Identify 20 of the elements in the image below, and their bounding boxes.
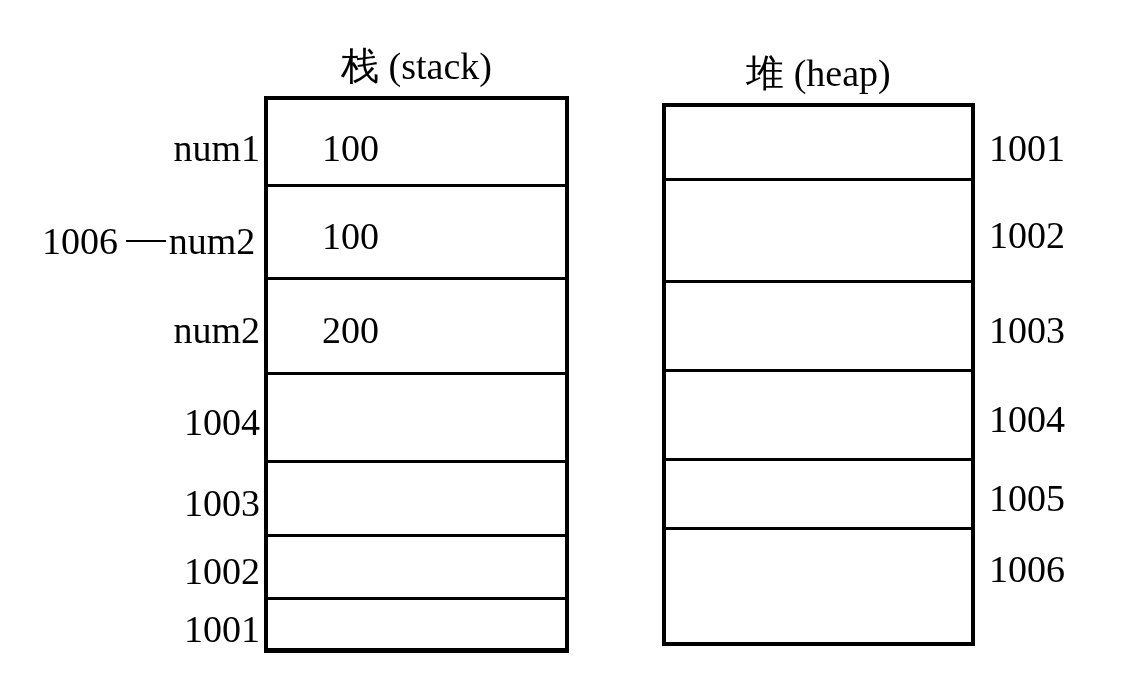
address-label: 1001 <box>989 126 1065 171</box>
column-title: 栈 (stack) <box>340 44 493 89</box>
cell-value: 100 <box>322 214 379 259</box>
variable-label: 1006 <box>34 218 126 264</box>
cell-value: 100 <box>322 125 379 170</box>
address-label: 1002 <box>989 212 1065 257</box>
address-label: num2 <box>173 308 260 353</box>
column-title: 堆 (heap) <box>745 51 892 96</box>
address-label: 1003 <box>989 308 1065 353</box>
address-label: 1004 <box>184 399 260 444</box>
address-label: num1 <box>173 125 260 170</box>
address-label: 1005 <box>989 476 1065 521</box>
connector-line <box>125 240 167 242</box>
address-label: 1002 <box>184 549 260 594</box>
variable-label: num2 <box>166 218 258 264</box>
address-label: 1003 <box>184 480 260 525</box>
address-label: 1006 <box>989 547 1065 592</box>
address-label: 1004 <box>989 397 1065 442</box>
address-label: 1001 <box>184 606 260 651</box>
cell-value: 200 <box>322 308 379 353</box>
